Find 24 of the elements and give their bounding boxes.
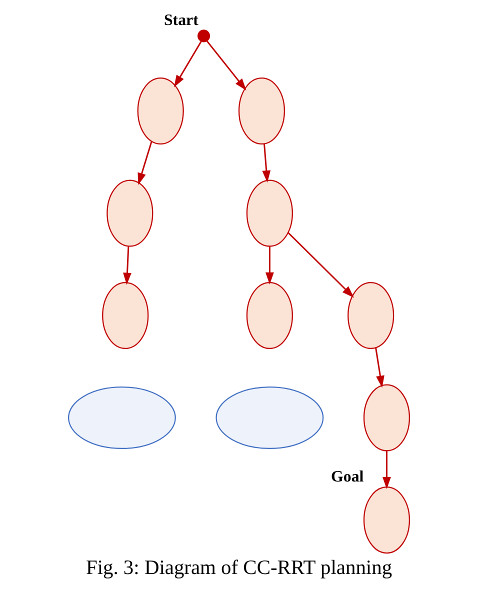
arrow bbox=[174, 41, 202, 88]
node-ellipse bbox=[102, 282, 149, 350]
node-ellipse bbox=[246, 282, 293, 350]
node-ellipse bbox=[246, 180, 293, 247]
node-ellipse bbox=[238, 77, 286, 144]
node-ellipse bbox=[348, 282, 394, 350]
caption: Fig. 3: Diagram of CC-RRT planning bbox=[86, 556, 392, 579]
arrow bbox=[375, 348, 384, 388]
node-ellipse bbox=[137, 77, 184, 144]
node-label: Start bbox=[164, 12, 198, 29]
arrow bbox=[265, 246, 274, 284]
node-ellipse bbox=[363, 384, 410, 452]
node-ellipse bbox=[363, 486, 410, 554]
node-ellipse bbox=[68, 386, 176, 450]
node-circle bbox=[197, 30, 210, 42]
node-label: Goal bbox=[331, 468, 364, 486]
arrow bbox=[123, 246, 132, 285]
arrow bbox=[262, 144, 271, 183]
arrow bbox=[206, 40, 246, 90]
node-ellipse bbox=[216, 386, 324, 450]
arrow bbox=[138, 141, 152, 185]
arrow bbox=[288, 232, 354, 298]
arrow bbox=[382, 451, 391, 490]
node-ellipse bbox=[106, 180, 154, 247]
